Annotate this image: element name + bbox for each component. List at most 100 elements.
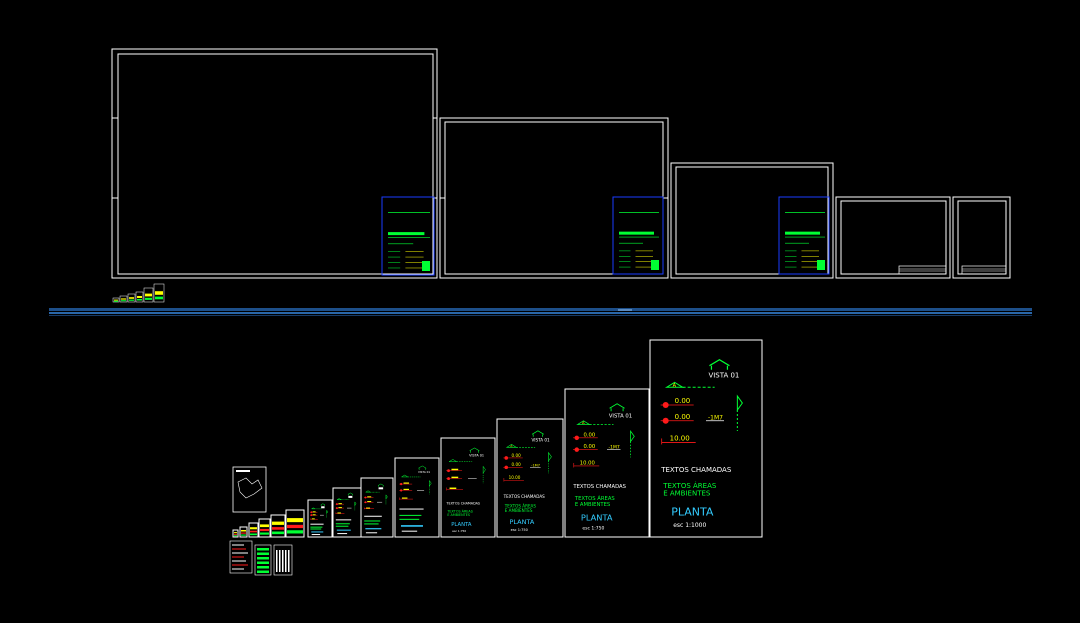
stamp-sheet-frame bbox=[564, 388, 650, 538]
legend-sheet-green bbox=[254, 544, 272, 576]
stamp-sheet-frame bbox=[649, 339, 763, 538]
stamp-sheet bbox=[285, 509, 305, 538]
title-block-a1 bbox=[381, 196, 435, 276]
plan-scale-label: esc 1:750 bbox=[452, 529, 466, 533]
view-house-icon bbox=[347, 492, 353, 496]
section-cut-icon bbox=[505, 444, 518, 448]
plan-scale-label: esc 1:1000 bbox=[673, 522, 706, 529]
areas-text-label: TEXTOS ÁREAS bbox=[446, 508, 473, 513]
tiny-stamp-fill bbox=[129, 299, 134, 301]
view-house-icon bbox=[469, 447, 480, 453]
section-mark-icon bbox=[736, 394, 743, 412]
stamp-sheet: VISTA 01 bbox=[394, 457, 440, 538]
tiny-stamp-fill bbox=[155, 296, 163, 300]
areas-text-label: E AMBIENTES bbox=[447, 513, 470, 517]
sheet-frame-a4-portrait[interactable] bbox=[952, 196, 1011, 279]
level-tag-label: -1M7 bbox=[531, 463, 540, 467]
level-value-label: 0.00 bbox=[512, 453, 522, 458]
legend-row bbox=[257, 566, 269, 569]
sheet-frame-a4-landscape[interactable] bbox=[835, 196, 951, 279]
view-house-icon bbox=[709, 359, 730, 370]
areas-text-label: E AMBIENTES bbox=[505, 508, 533, 513]
calls-text-label: TEXTOS CHAMADAS bbox=[503, 494, 546, 499]
tiny-stamp-fill bbox=[137, 299, 142, 301]
plan-title-mark bbox=[400, 525, 423, 527]
legend-map-caption bbox=[236, 470, 250, 472]
legend-sheet-map bbox=[232, 466, 267, 513]
stamp-mini-fill bbox=[272, 521, 284, 525]
level-value-mark bbox=[403, 488, 410, 490]
tiny-stamp-frame bbox=[127, 293, 136, 303]
stamp-mini-fill bbox=[287, 530, 303, 534]
section-letter-label: A bbox=[510, 444, 512, 448]
plan-scale-mark bbox=[337, 533, 348, 535]
legend-column bbox=[279, 550, 281, 572]
areas-text-mark bbox=[364, 520, 381, 522]
level-value-mark bbox=[311, 518, 315, 520]
level-value-mark bbox=[338, 503, 342, 505]
stamp-sheet bbox=[239, 526, 248, 538]
level-value-mark bbox=[338, 507, 342, 509]
stamp-sheet-frame bbox=[285, 509, 305, 538]
plan-scale-label: esc 1:750 bbox=[511, 528, 528, 532]
legend-sheet-frame bbox=[254, 544, 272, 576]
title-block-border bbox=[381, 196, 435, 276]
view-title-label: VISTA 01 bbox=[418, 470, 430, 474]
tiny-stamp bbox=[143, 287, 154, 303]
stamp-mini-fill bbox=[260, 528, 269, 532]
sheet-frame-a1[interactable] bbox=[111, 48, 438, 279]
tiny-stamp bbox=[135, 291, 144, 303]
tiny-stamp-fill bbox=[129, 297, 134, 299]
legend-row bbox=[257, 548, 269, 551]
level-value-mark bbox=[451, 468, 459, 471]
level-value-label: 0.00 bbox=[675, 413, 691, 421]
level-tag-label: -1M7 bbox=[609, 445, 620, 451]
stamp-mini-fill bbox=[250, 527, 257, 530]
level-value-mark bbox=[403, 482, 410, 484]
areas-text-label: TEXTOS ÁREAS bbox=[504, 504, 537, 509]
level-value-label: 10.00 bbox=[670, 434, 690, 442]
stamp-mini-fill bbox=[260, 524, 269, 528]
view-title-mark bbox=[378, 487, 384, 490]
title-block-logo bbox=[817, 260, 825, 270]
tiny-stamp-frame bbox=[135, 291, 144, 303]
stamp-sheet-frame bbox=[258, 518, 271, 538]
stamp-mini-fill bbox=[260, 532, 269, 535]
view-house-icon bbox=[609, 403, 625, 412]
viewport-divider[interactable] bbox=[49, 308, 1032, 316]
tiny-stamp-fill bbox=[114, 300, 118, 302]
section-cut-icon bbox=[448, 459, 458, 463]
calls-text-mark bbox=[310, 523, 324, 525]
sheet-frame-a3[interactable] bbox=[670, 162, 834, 279]
stamp-mini-fill bbox=[287, 518, 303, 523]
plan-title-mark bbox=[336, 529, 351, 531]
plan-title-label: PLANTA bbox=[509, 518, 534, 526]
level-value-mark bbox=[366, 507, 371, 509]
tiny-stamp-fill bbox=[114, 299, 118, 301]
areas-text-mark bbox=[399, 514, 422, 516]
section-cut-icon bbox=[310, 507, 316, 510]
title-block-bar bbox=[785, 231, 820, 235]
plan-scale-label: esc 1:750 bbox=[582, 526, 604, 532]
legend-column bbox=[288, 550, 290, 572]
stamp-sheet bbox=[248, 522, 259, 538]
stamp-sheet bbox=[270, 514, 286, 538]
stamp-staircase-group: VISTA 01 VISTA 01 TEXTOS CHAMADAS TEXTOS ÁR… bbox=[232, 339, 763, 538]
stamp-mini-fill bbox=[241, 532, 246, 534]
view-title-mark bbox=[321, 506, 325, 509]
areas-text-mark bbox=[335, 523, 350, 525]
legend-sheet-frame bbox=[229, 540, 253, 574]
areas-text-label: TEXTOS ÁREAS bbox=[574, 495, 616, 502]
tiny-stamp-frame bbox=[153, 283, 165, 303]
section-mark-icon bbox=[630, 429, 635, 443]
view-title-label: VISTA 01 bbox=[531, 437, 550, 442]
areas-text-mark bbox=[399, 518, 420, 520]
title-block-logo bbox=[651, 260, 659, 270]
level-value-mark bbox=[451, 476, 459, 479]
plan-title-label: PLANTA bbox=[671, 505, 714, 518]
view-house-icon bbox=[418, 465, 427, 470]
calls-text-label: TEXTOS CHAMADAS bbox=[572, 484, 626, 490]
stamp-mini-fill bbox=[287, 524, 303, 529]
calls-text-label: TEXTOS CHAMADAS bbox=[660, 466, 732, 474]
